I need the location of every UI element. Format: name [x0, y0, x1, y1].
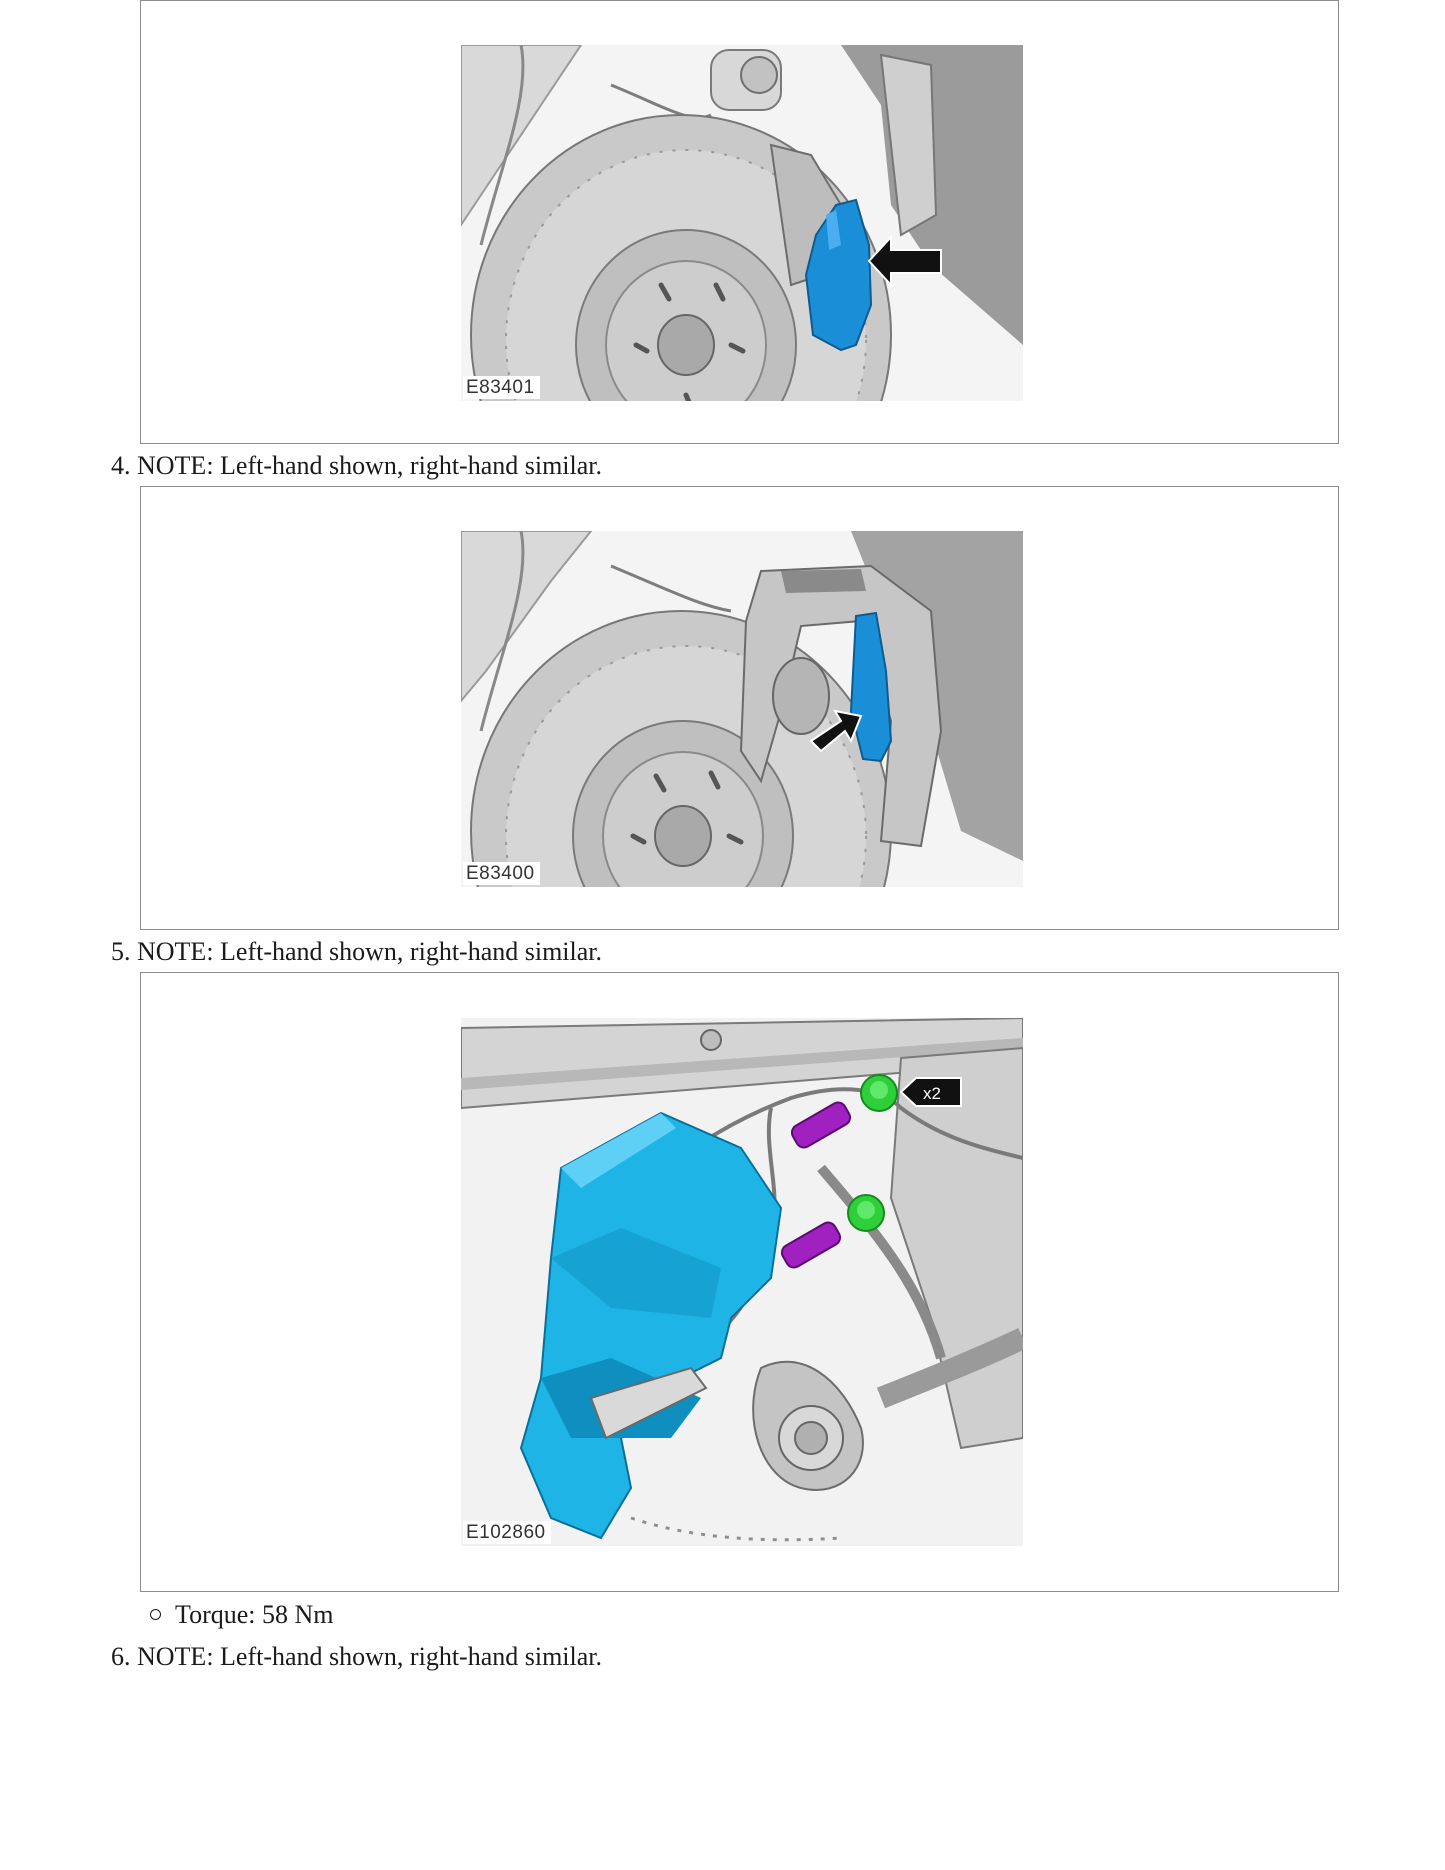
step-4: 4. NOTE: Left-hand shown, right-hand sim…	[111, 451, 602, 481]
brake-pad-outer-illustration: E83401	[461, 45, 1023, 401]
step-text: NOTE: Left-hand shown, right-hand simila…	[137, 451, 602, 480]
torque-spec: Torque: 58 Nm	[150, 1600, 334, 1630]
figure-code: E83401	[463, 376, 540, 399]
step-number: 4.	[111, 451, 131, 480]
step-number: 5.	[111, 937, 131, 966]
figure-e83401: E83401	[140, 0, 1339, 444]
torque-label: Torque:	[175, 1600, 256, 1629]
step-5: 5. NOTE: Left-hand shown, right-hand sim…	[111, 937, 602, 967]
figure-e83400: E83400	[140, 486, 1339, 930]
callout-quantity: x2	[923, 1084, 941, 1103]
step-number: 6.	[111, 1642, 131, 1671]
figure-code: E102860	[463, 1521, 551, 1544]
step-6: 6. NOTE: Left-hand shown, right-hand sim…	[111, 1642, 602, 1672]
step-text: NOTE: Left-hand shown, right-hand simila…	[137, 1642, 602, 1671]
step-text: NOTE: Left-hand shown, right-hand simila…	[137, 937, 602, 966]
torque-value: 58 Nm	[262, 1600, 334, 1629]
figure-code: E83400	[463, 862, 540, 885]
figure-e102860: x2 E102860	[140, 972, 1339, 1592]
brake-caliper-illustration: x2 E102860	[461, 1018, 1023, 1546]
bullet-circle-icon	[150, 1609, 161, 1620]
brake-pad-inner-illustration: E83400	[461, 531, 1023, 887]
